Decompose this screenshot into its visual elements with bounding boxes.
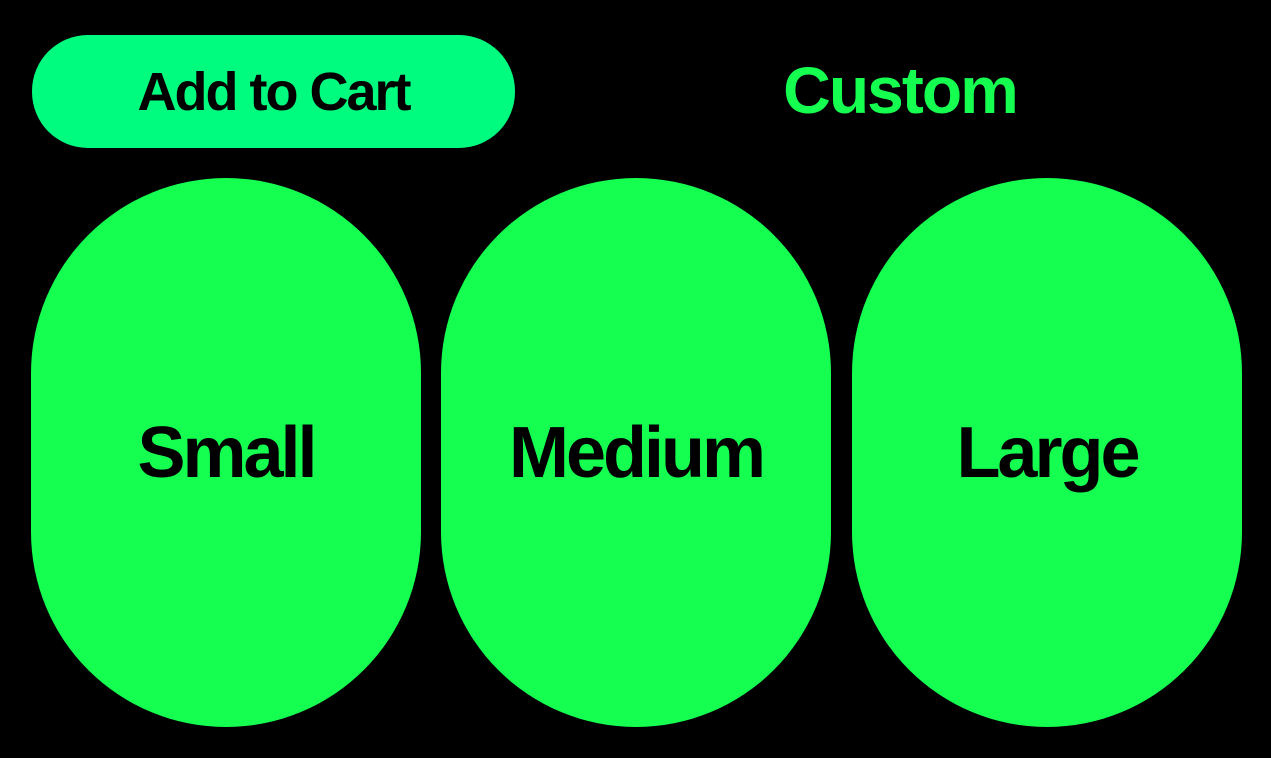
size-option-large[interactable]: Large [852, 178, 1242, 727]
size-option-label: Small [137, 412, 317, 493]
custom-size-button[interactable]: Custom [783, 53, 1019, 127]
size-option-label: Medium [508, 412, 766, 493]
size-option-small[interactable]: Small [31, 178, 421, 727]
size-option-medium[interactable]: Medium [441, 178, 831, 727]
size-option-label: Large [956, 412, 1140, 493]
add-to-cart-button[interactable]: Add to Cart [32, 35, 515, 148]
